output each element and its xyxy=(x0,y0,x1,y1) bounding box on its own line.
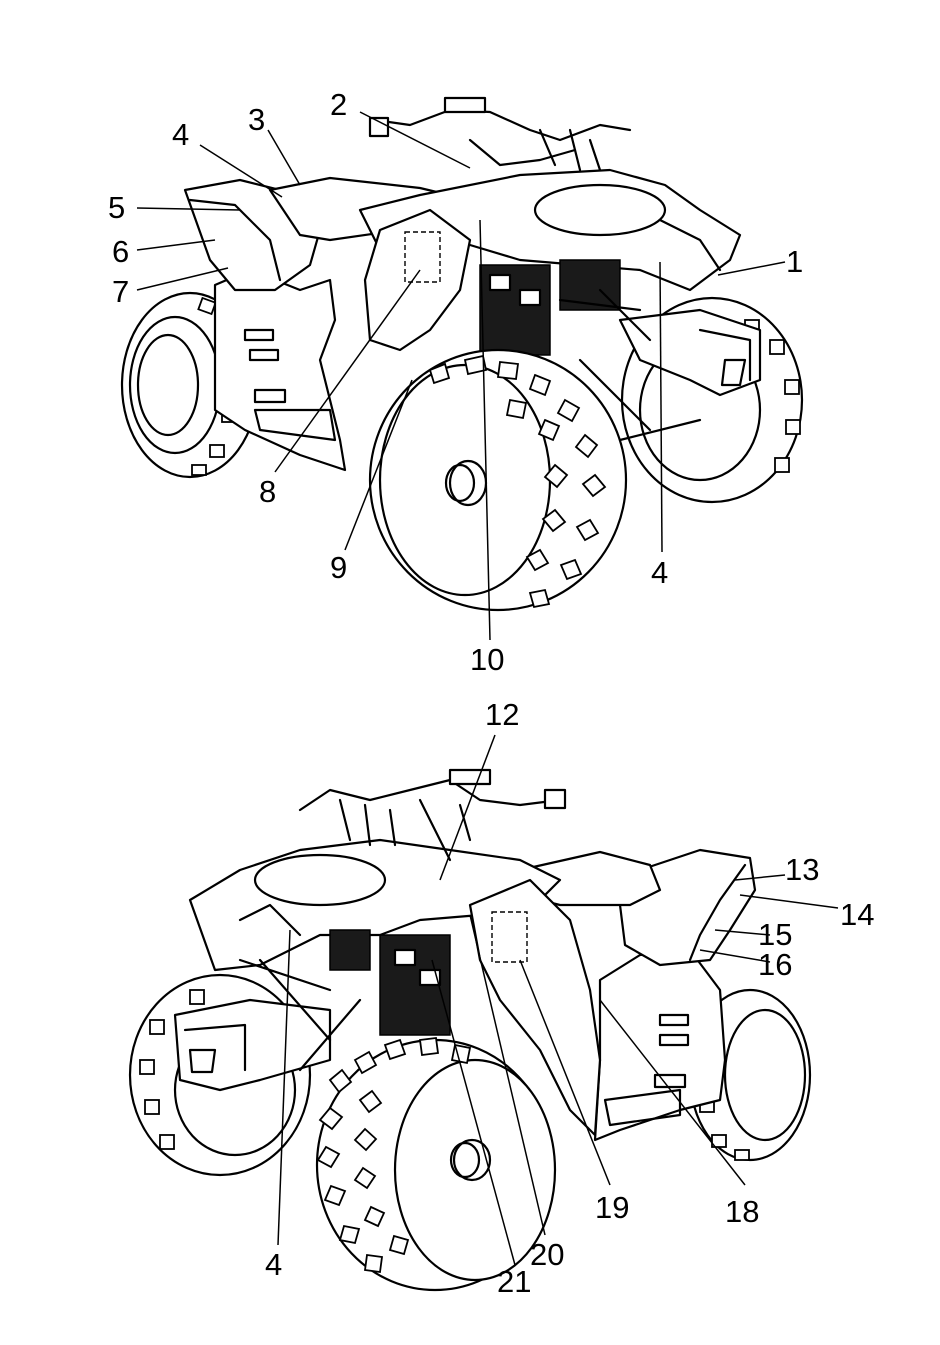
engine-2 xyxy=(329,929,451,1036)
callout-4-top-right: 4 xyxy=(651,555,668,590)
handlebar xyxy=(368,96,632,172)
atv-bottom-view xyxy=(128,734,839,1292)
callout-4-bottom: 4 xyxy=(265,1247,282,1282)
callout-4-top-left: 4 xyxy=(172,117,189,152)
callout-10: 10 xyxy=(470,642,504,677)
leader-lines-top xyxy=(136,111,786,641)
engine xyxy=(479,259,621,356)
callout-5: 5 xyxy=(108,190,125,225)
side-panel xyxy=(363,208,472,352)
callout-12: 12 xyxy=(485,697,519,732)
callout-20: 20 xyxy=(530,1237,564,1272)
side-panel-2 xyxy=(468,878,602,1137)
callout-3: 3 xyxy=(248,102,265,137)
callout-8: 8 xyxy=(259,474,276,509)
front-left-wheel xyxy=(368,348,628,612)
callout-15: 15 xyxy=(758,917,792,952)
callout-14: 14 xyxy=(840,897,874,932)
leader-lines-bottom xyxy=(277,734,839,1266)
callout-21: 21 xyxy=(497,1264,531,1299)
callout-9: 9 xyxy=(330,550,347,585)
callout-16: 16 xyxy=(758,947,792,982)
callout-13: 13 xyxy=(785,852,819,887)
callout-2: 2 xyxy=(330,87,347,122)
callout-18: 18 xyxy=(725,1194,759,1229)
front-bumper-2 xyxy=(173,998,332,1092)
callout-7: 7 xyxy=(112,274,129,309)
callout-19: 19 xyxy=(595,1190,629,1225)
callout-6: 6 xyxy=(112,234,129,269)
front-right-wheel-2 xyxy=(315,1036,557,1292)
front-bumper xyxy=(618,308,762,397)
callout-numbers: 1 2 3 4 4 5 6 7 8 9 10 12 13 14 15 16 18… xyxy=(108,87,874,1299)
atv-top-view xyxy=(120,96,804,641)
handlebar-2 xyxy=(298,768,567,862)
callout-1: 1 xyxy=(786,244,803,279)
